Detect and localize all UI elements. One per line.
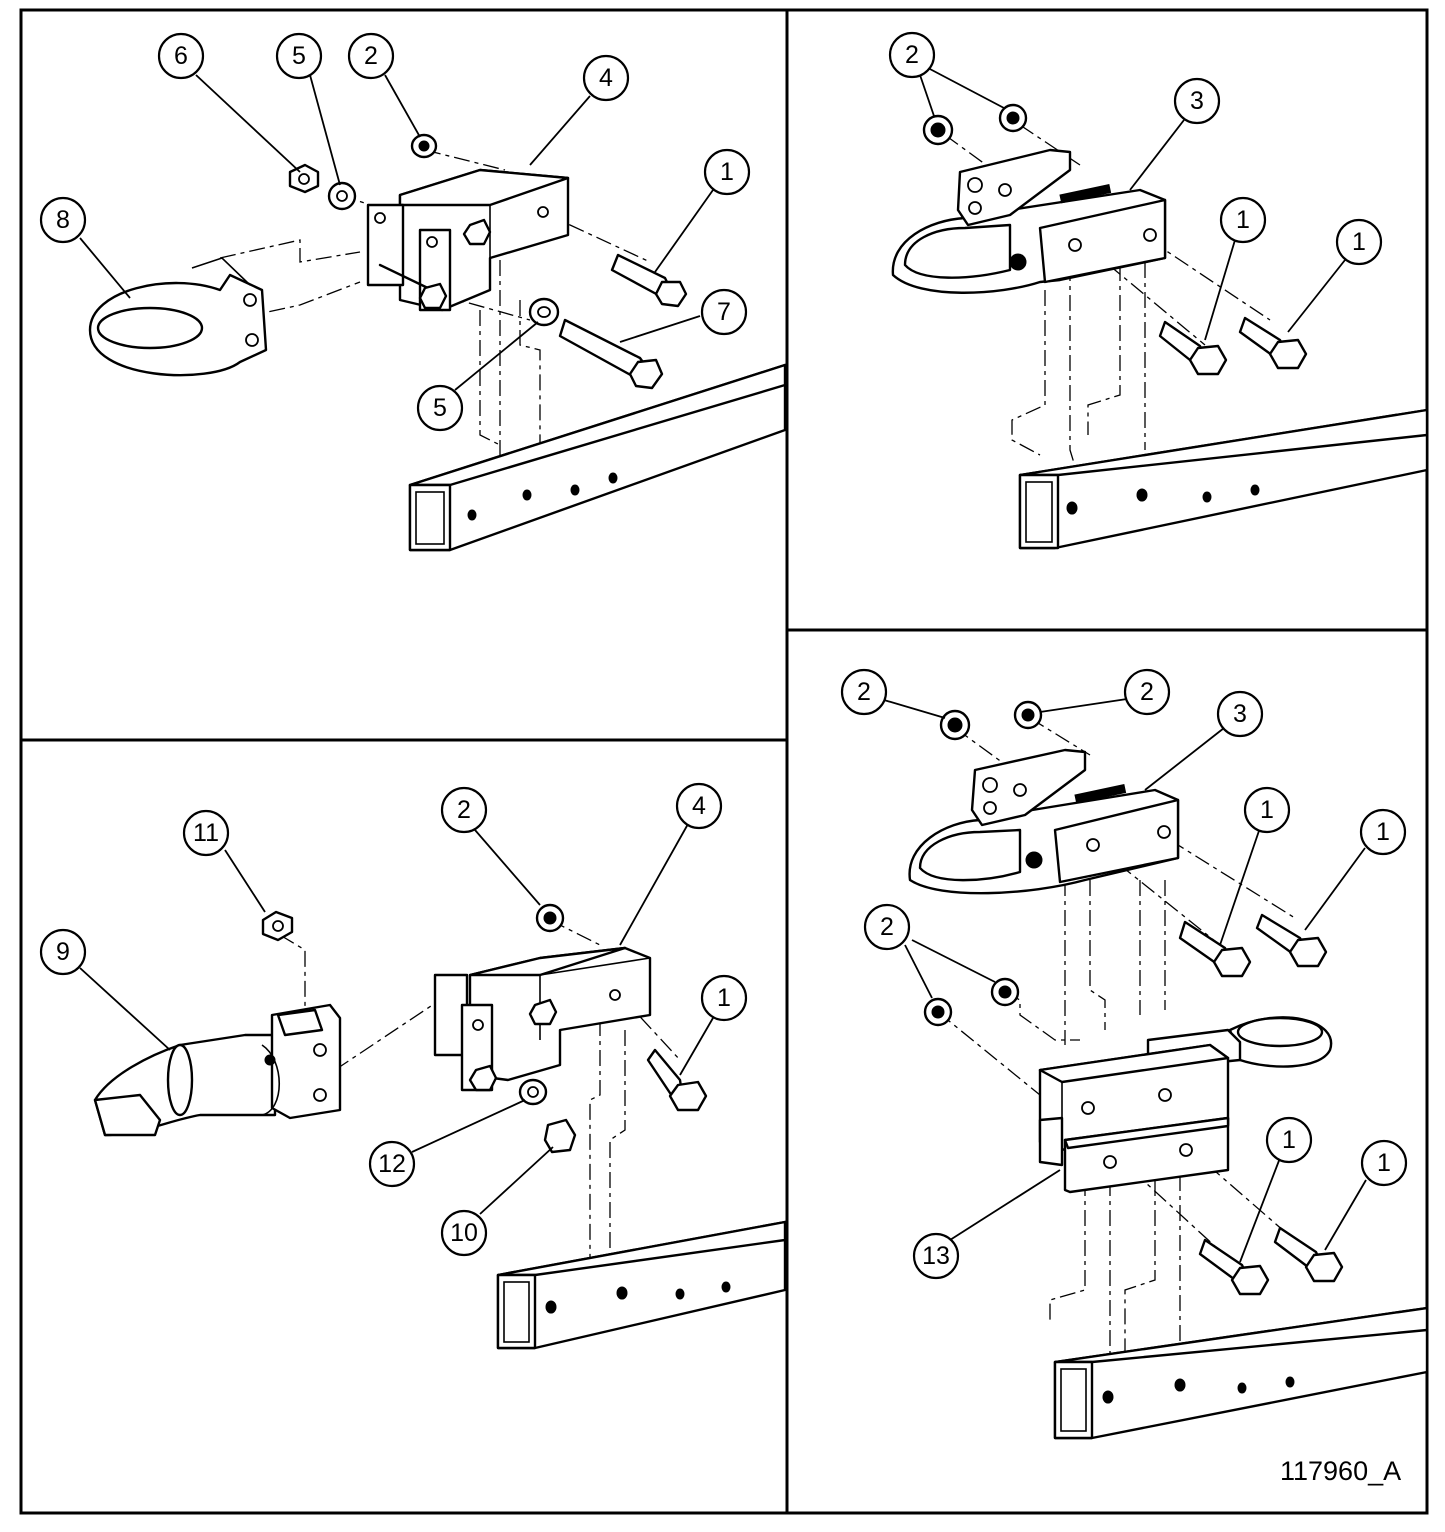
hardware-bottom-left (261, 903, 708, 1154)
callout-5b: 5 (416, 384, 464, 432)
callout-1b-tr: 1 (1335, 218, 1383, 266)
callout-1: 1 (703, 148, 751, 196)
svg-text:1: 1 (1352, 228, 1366, 256)
lunette-eye-part-8 (88, 257, 268, 377)
panel-bottom-left: 11 2 4 9 1 12 10 (39, 782, 787, 1350)
hardware-bottom-right (923, 700, 1344, 1296)
callout-2: 2 (347, 32, 395, 80)
svg-text:1: 1 (1282, 1126, 1296, 1154)
drawing-number: 117960_A (1280, 1456, 1401, 1486)
callout-4-bl: 4 (675, 782, 723, 830)
svg-text:3: 3 (1190, 87, 1204, 115)
svg-text:5: 5 (292, 42, 306, 70)
pintle-hook-part-9 (93, 1003, 342, 1137)
svg-text:1: 1 (717, 984, 731, 1012)
hardware-top-left (288, 133, 688, 390)
square-tube-top-right (1018, 408, 1429, 550)
svg-text:1: 1 (1376, 818, 1390, 846)
callout-9: 9 (39, 928, 87, 976)
callout-3-br: 3 (1216, 690, 1264, 738)
svg-text:1: 1 (1236, 206, 1250, 234)
mount-bracket-part-4-bl (433, 946, 652, 1092)
svg-text:7: 7 (717, 298, 731, 326)
svg-text:2: 2 (457, 796, 471, 824)
coupler-part-3-br (908, 748, 1180, 895)
svg-text:12: 12 (378, 1150, 406, 1178)
callout-2a-br: 2 (840, 668, 888, 716)
adapter-part-13 (1038, 1016, 1333, 1194)
coupler-part-3 (891, 148, 1167, 294)
callout-1a-br: 1 (1243, 786, 1291, 834)
svg-text:10: 10 (450, 1219, 478, 1247)
svg-text:6: 6 (174, 42, 188, 70)
callout-2-bl: 2 (440, 786, 488, 834)
callout-12: 12 (368, 1140, 416, 1188)
panel-bottom-right: 2 2 3 1 1 2 1 1 (840, 668, 1429, 1486)
svg-text:1: 1 (1260, 796, 1274, 824)
svg-text:4: 4 (692, 792, 706, 820)
callout-2-tr: 2 (888, 31, 936, 79)
callout-5: 5 (275, 32, 323, 80)
svg-text:2: 2 (857, 678, 871, 706)
callout-2c-br: 2 (863, 903, 911, 951)
callout-1a-tr: 1 (1219, 196, 1267, 244)
svg-text:9: 9 (56, 938, 70, 966)
panel-top-right: 2 3 1 1 (888, 31, 1429, 550)
callout-1c-br: 1 (1265, 1116, 1313, 1164)
svg-text:2: 2 (905, 41, 919, 69)
callout-4: 4 (582, 54, 630, 102)
callout-11: 11 (182, 809, 230, 857)
callout-1d-br: 1 (1360, 1139, 1408, 1187)
callout-3-tr: 3 (1173, 77, 1221, 125)
svg-text:1: 1 (720, 158, 734, 186)
callout-6: 6 (157, 32, 205, 80)
square-tube-bottom-left (496, 1220, 787, 1350)
panel-top-left: 6 5 2 4 1 8 7 5 (39, 32, 787, 552)
callout-13: 13 (912, 1232, 960, 1280)
mount-bracket-part-4 (366, 168, 570, 312)
square-tube-bottom-right (1053, 1306, 1429, 1440)
svg-text:2: 2 (364, 42, 378, 70)
callout-10: 10 (440, 1209, 488, 1257)
square-tube-top-left (408, 363, 787, 552)
callout-8: 8 (39, 196, 87, 244)
svg-text:13: 13 (922, 1242, 950, 1270)
svg-text:8: 8 (56, 206, 70, 234)
svg-text:2: 2 (1140, 678, 1154, 706)
callout-1b-br: 1 (1359, 808, 1407, 856)
callout-2b-br: 2 (1123, 668, 1171, 716)
bolt-part-10 (543, 1118, 577, 1154)
hardware-top-right (922, 103, 1308, 376)
svg-text:4: 4 (599, 64, 613, 92)
callout-7: 7 (700, 288, 748, 336)
svg-text:11: 11 (193, 819, 219, 847)
svg-text:1: 1 (1377, 1149, 1391, 1177)
svg-text:3: 3 (1233, 700, 1247, 728)
svg-text:2: 2 (880, 913, 894, 941)
callout-1-bl: 1 (700, 974, 748, 1022)
svg-text:5: 5 (433, 394, 447, 422)
panel-frames (19, 8, 1429, 1515)
